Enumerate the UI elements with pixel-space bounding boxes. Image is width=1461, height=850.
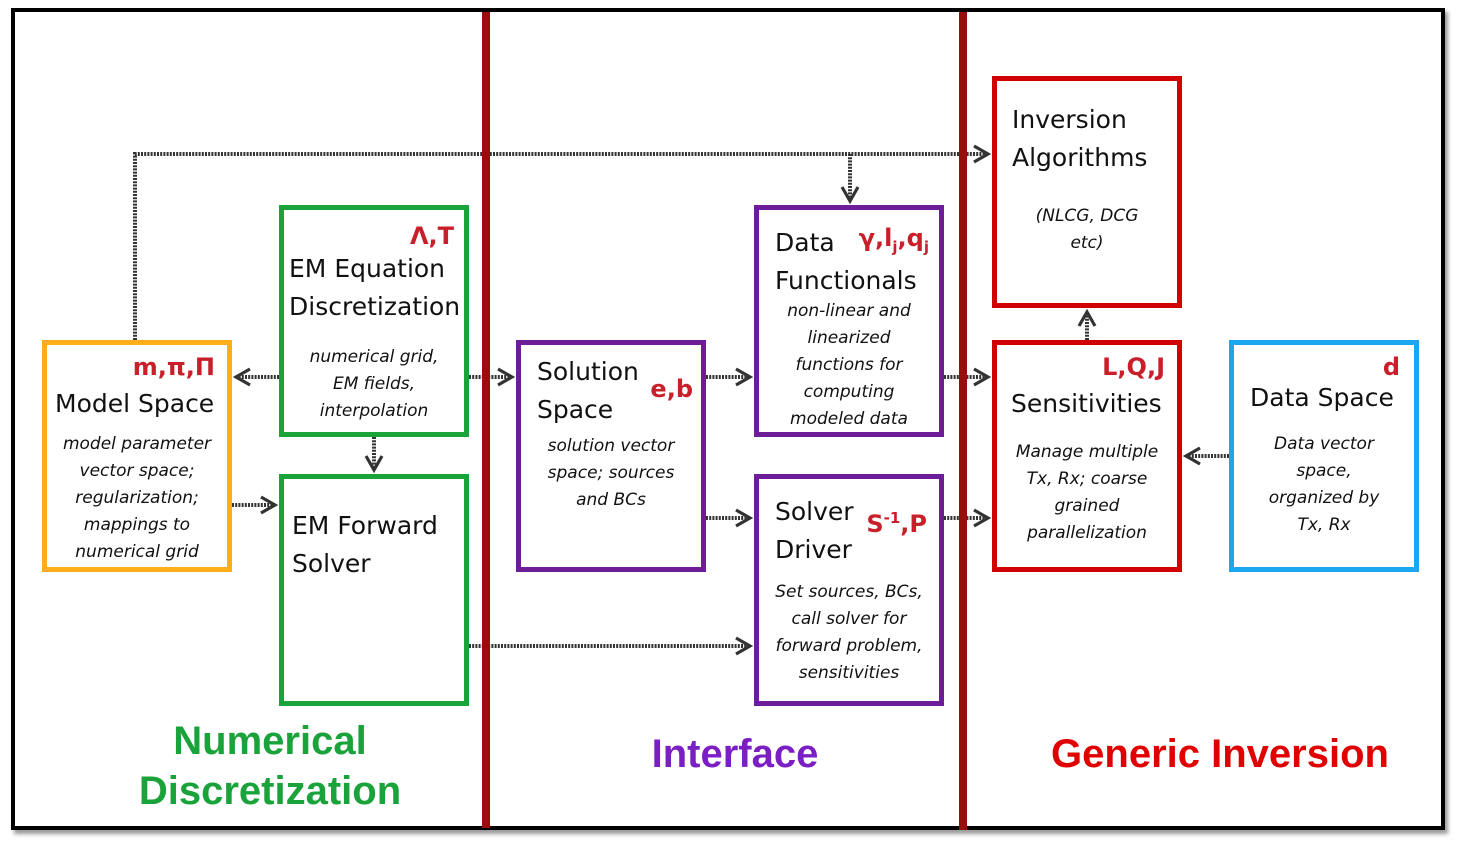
data-space-box: d Data Space Data vector space, organize… xyxy=(1229,340,1419,572)
diagram-frame xyxy=(11,8,1445,830)
solution-space-desc: solution vector space; sources and BCs xyxy=(547,436,675,510)
solution-space-symbol: e,b xyxy=(650,375,693,403)
data-functionals-desc: non-linear and linearized functions for … xyxy=(787,301,911,429)
solver-driver-title: Solver Driver xyxy=(775,497,854,564)
section-label-numerical: Numerical Discretization xyxy=(138,719,402,813)
sensitivities-box: L,Q,J Sensitivities Manage multiple Tx, … xyxy=(992,340,1182,572)
solution-space-box: e,b Solution Space solution vector space… xyxy=(516,340,706,572)
data-space-symbol: d xyxy=(1382,353,1400,381)
data-space-title: Data Space xyxy=(1250,383,1394,412)
em-forward-solver-title: EM Forward Solver xyxy=(292,511,438,578)
data-functionals-symbol: γ,lj,qj xyxy=(858,224,929,256)
data-space-desc: Data vector space, organized by Tx, Rx xyxy=(1268,434,1380,535)
em-equation-title: EM Equation Discretization xyxy=(289,254,461,321)
solver-driver-desc: Set sources, BCs, call solver for forwar… xyxy=(775,582,923,683)
model-space-title: Model Space xyxy=(55,389,215,418)
model-space-box: m,π,Π Model Space model parameter vector… xyxy=(42,340,232,572)
section-label-interface: Interface xyxy=(651,732,819,776)
solver-driver-box: S-1,P Solver Driver Set sources, BCs, ca… xyxy=(754,474,944,706)
model-space-symbol: m,π,Π xyxy=(132,353,215,381)
sensitivities-desc: Manage multiple Tx, Rx; coarse grained p… xyxy=(1015,442,1159,543)
inversion-algorithms-title: Inversion Algorithms xyxy=(1012,105,1148,172)
em-equation-symbol: Λ,T xyxy=(409,222,454,250)
data-functionals-title: Data Functionals xyxy=(775,228,917,295)
sensitivities-title: Sensitivities xyxy=(1011,389,1162,418)
inversion-algorithms-desc: (NLCG, DCG etc) xyxy=(1035,206,1139,253)
sensitivities-symbol: L,Q,J xyxy=(1102,353,1165,381)
section-label-inversion: Generic Inversion xyxy=(1051,732,1389,776)
em-equation-box: Λ,T EM Equation Discretization numerical… xyxy=(279,205,469,437)
em-forward-solver-box: EM Forward Solver xyxy=(279,474,469,706)
solver-driver-symbol: S-1,P xyxy=(866,509,927,538)
inversion-algorithms-box: Inversion Algorithms (NLCG, DCG etc) xyxy=(992,76,1182,308)
solution-space-title: Solution Space xyxy=(537,357,639,424)
em-equation-desc: numerical grid, EM fields, interpolation xyxy=(309,347,439,421)
model-to-inversion-arrow xyxy=(133,144,992,340)
model-space-desc: model parameter vector space; regulariza… xyxy=(62,434,212,562)
data-functionals-box: γ,lj,qj Data Functionals non-linear and … xyxy=(754,205,944,437)
